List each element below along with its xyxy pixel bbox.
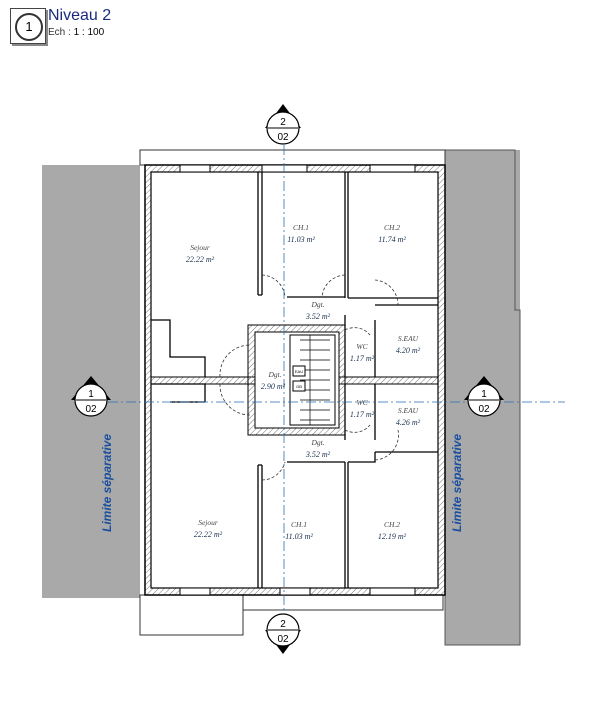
svg-text:1: 1 xyxy=(481,389,487,400)
svg-text:2: 2 xyxy=(280,619,286,630)
svg-text:4.26 m²: 4.26 m² xyxy=(396,418,421,427)
svg-text:EAU: EAU xyxy=(295,369,303,374)
svg-text:22.22 m²: 22.22 m² xyxy=(194,530,223,539)
svg-text:CH.2: CH.2 xyxy=(384,520,400,529)
room-label-seau-upper: S.EAU 4.20 m² xyxy=(396,334,421,355)
page-title: Niveau 2 xyxy=(48,7,112,24)
section-marker-left[interactable]: 1 02 xyxy=(71,376,111,417)
room-label-ch2-lower: CH.2 12.19 m² xyxy=(378,520,407,541)
limit-label-right: Limite séparative xyxy=(450,434,464,532)
svg-text:S.EAU: S.EAU xyxy=(398,406,419,415)
svg-text:S.EAU: S.EAU xyxy=(398,334,419,343)
section-marker-top[interactable]: 2 02 xyxy=(265,104,301,145)
svg-text:22.22 m²: 22.22 m² xyxy=(186,255,215,264)
room-label-ch1-lower: CH.1 11.03 m² xyxy=(285,520,313,541)
room-label-dgt-middle: Dgt. 2.90 m² xyxy=(261,370,286,391)
svg-text:11.03 m²: 11.03 m² xyxy=(287,235,315,244)
svg-text:1.17 m²: 1.17 m² xyxy=(350,410,375,419)
svg-text:11.03 m²: 11.03 m² xyxy=(285,532,313,541)
svg-text:02: 02 xyxy=(478,404,490,415)
svg-text:3.52 m²: 3.52 m² xyxy=(305,312,331,321)
level-marker-number: 1 xyxy=(15,13,43,41)
svg-text:GB: GB xyxy=(296,384,302,389)
svg-text:CH.1: CH.1 xyxy=(293,223,309,232)
svg-text:1: 1 xyxy=(88,389,94,400)
svg-text:WC: WC xyxy=(356,398,368,407)
room-label-ch2-upper: CH.2 11.74 m² xyxy=(378,223,406,244)
room-label-dgt-lower: Dgt. 3.52 m² xyxy=(305,438,331,459)
svg-text:11.74 m²: 11.74 m² xyxy=(378,235,406,244)
room-label-sejour-upper: Sejour 22.22 m² xyxy=(186,243,215,264)
stair-label-boxes: EAU GB xyxy=(292,365,306,392)
svg-text:CH.1: CH.1 xyxy=(291,520,307,529)
limit-label-left: Limite séparative xyxy=(100,434,114,532)
svg-text:Dgt.: Dgt. xyxy=(267,370,281,379)
room-label-wc-upper: WC 1.17 m² xyxy=(350,342,375,363)
svg-text:02: 02 xyxy=(277,634,289,645)
svg-text:2.90 m²: 2.90 m² xyxy=(261,382,286,391)
room-label-wc-lower: WC 1.17 m² xyxy=(350,398,375,419)
room-label-dgt-upper: Dgt. 3.52 m² xyxy=(305,300,331,321)
scale-label: Ech : 1 : 100 xyxy=(48,27,105,38)
svg-text:1.17 m²: 1.17 m² xyxy=(350,354,375,363)
level-marker: 1 xyxy=(10,8,46,44)
svg-text:2: 2 xyxy=(280,117,286,128)
svg-text:Dgt.: Dgt. xyxy=(310,300,324,309)
svg-text:02: 02 xyxy=(277,132,289,143)
room-label-sejour-lower: Sejour 22.22 m² xyxy=(194,518,223,539)
svg-text:Dgt.: Dgt. xyxy=(310,438,324,447)
room-label-ch1-upper: CH.1 11.03 m² xyxy=(287,223,315,244)
svg-text:Sejour: Sejour xyxy=(190,243,210,252)
svg-text:WC: WC xyxy=(356,342,368,351)
room-label-seau-lower: S.EAU 4.26 m² xyxy=(396,406,421,427)
svg-text:02: 02 xyxy=(85,404,97,415)
section-marker-right[interactable]: 1 02 xyxy=(464,376,504,417)
section-marker-bottom[interactable]: 2 02 xyxy=(265,613,301,654)
svg-text:CH.2: CH.2 xyxy=(384,223,400,232)
svg-text:3.52 m²: 3.52 m² xyxy=(305,450,331,459)
svg-text:Sejour: Sejour xyxy=(198,518,218,527)
svg-text:12.19 m²: 12.19 m² xyxy=(378,532,407,541)
svg-text:4.20 m²: 4.20 m² xyxy=(396,346,421,355)
